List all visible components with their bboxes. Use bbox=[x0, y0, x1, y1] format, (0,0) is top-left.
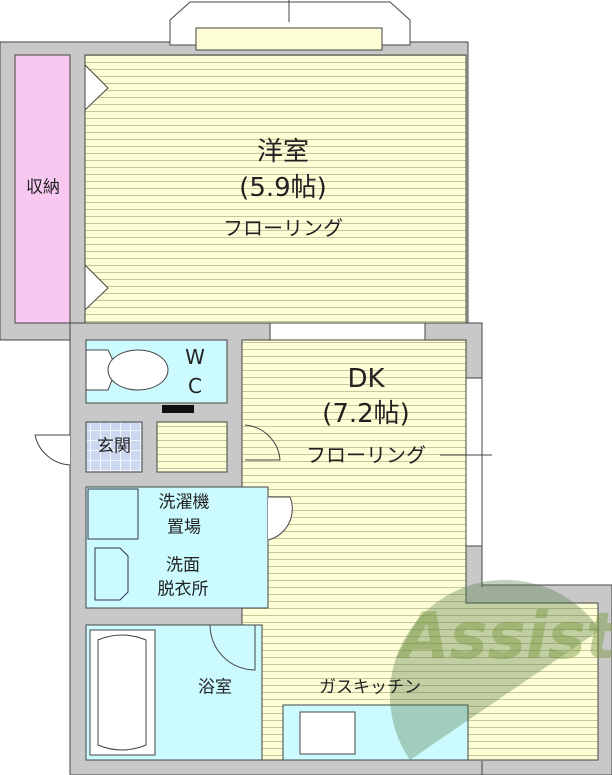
laundry-label-1: 洗濯機 bbox=[158, 492, 210, 513]
dk-name: DK bbox=[347, 364, 385, 394]
washroom-label-1: 洗面 bbox=[166, 555, 200, 576]
closet-label: 収納 bbox=[26, 177, 60, 198]
entrance-tiles bbox=[85, 421, 143, 473]
dk-door bbox=[244, 424, 281, 461]
wc-label-c: C bbox=[188, 374, 202, 398]
watermark-swoosh bbox=[389, 579, 600, 760]
bay-window bbox=[169, 0, 411, 51]
sliding-door bbox=[269, 322, 426, 341]
watermark-text: Assist bbox=[400, 600, 612, 674]
entrance-label: 玄関 bbox=[97, 436, 131, 457]
entrance-door bbox=[34, 434, 71, 466]
washroom-label-2: 脱衣所 bbox=[157, 579, 209, 600]
washroom-door bbox=[267, 496, 293, 541]
watermark-logo: Assist bbox=[400, 600, 612, 674]
wc-door bbox=[162, 405, 194, 413]
washbasin bbox=[94, 547, 129, 601]
kitchen-sink bbox=[299, 711, 356, 755]
washing-machine bbox=[87, 488, 139, 540]
dk-window bbox=[465, 377, 483, 547]
bath-door bbox=[209, 624, 256, 671]
dk-size: (7.2帖) bbox=[322, 399, 410, 429]
toilet-bowl bbox=[107, 349, 169, 391]
western-room-floor-label: フローリング bbox=[223, 216, 343, 240]
laundry-label-2: 置場 bbox=[167, 517, 201, 538]
bath-label: 浴室 bbox=[198, 677, 232, 698]
bathtub bbox=[89, 629, 156, 756]
closet-floor bbox=[14, 54, 71, 324]
closet-doors bbox=[84, 63, 109, 312]
western-room-floor bbox=[84, 54, 467, 324]
wc-label-w: W bbox=[185, 345, 205, 369]
dk-floor-label: フローリング bbox=[306, 443, 426, 467]
western-room-name: 洋室 bbox=[256, 137, 310, 167]
hall-floor bbox=[156, 421, 228, 473]
western-room-size: (5.9帖) bbox=[239, 173, 327, 203]
kitchen-label: ガスキッチン bbox=[319, 677, 421, 698]
